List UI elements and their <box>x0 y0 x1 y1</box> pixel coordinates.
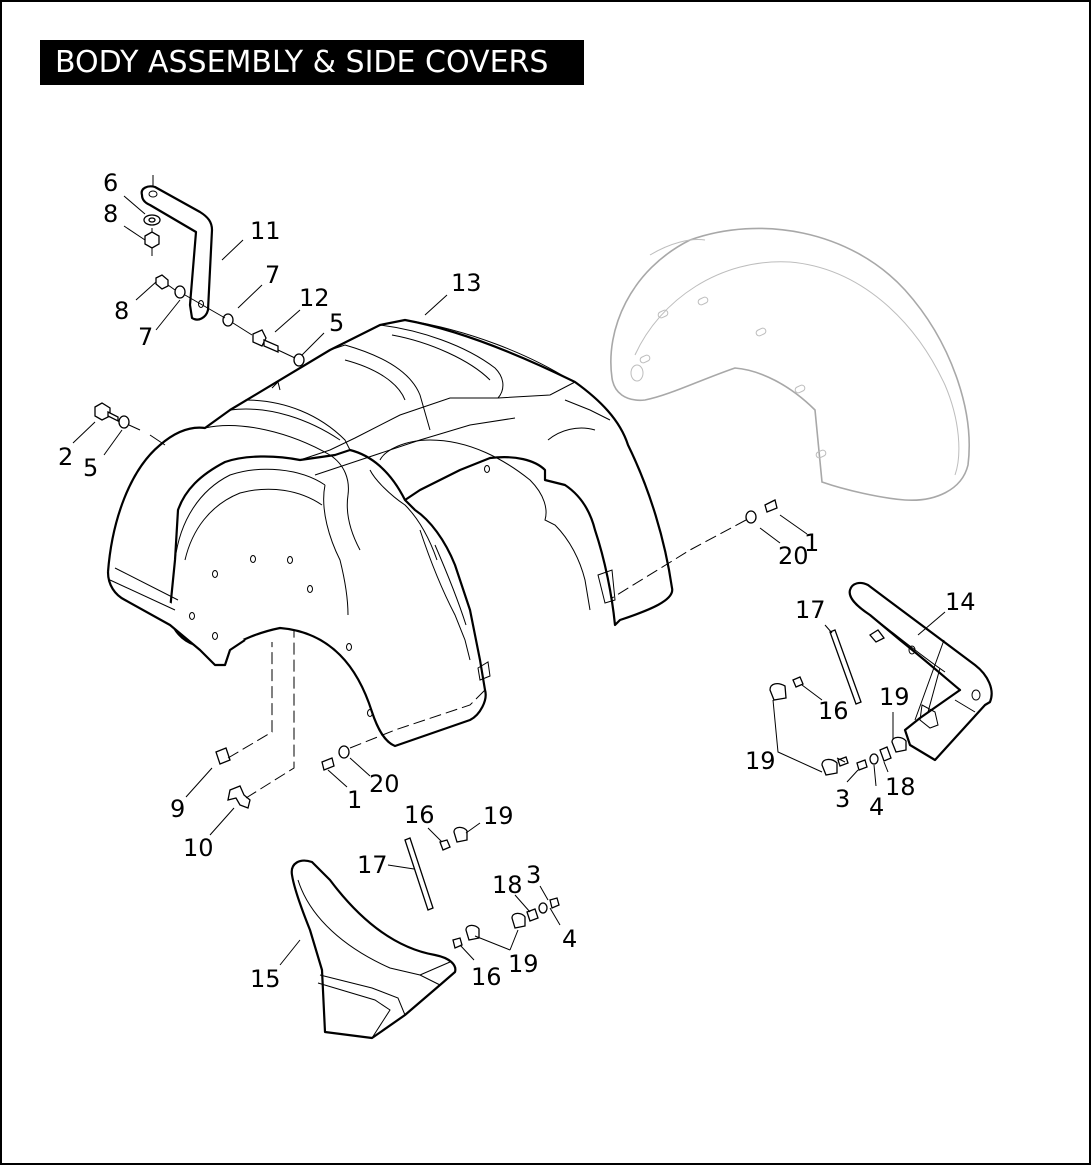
callout-11: 11 <box>250 217 281 245</box>
grommets-upper <box>769 676 907 776</box>
bracket-part-11 <box>140 175 214 321</box>
callout-19: 19 <box>483 802 514 830</box>
callout-18: 18 <box>885 773 916 801</box>
callout-14: 14 <box>945 588 976 616</box>
callout-9: 9 <box>170 795 185 823</box>
callout-5: 5 <box>329 309 344 337</box>
leader-lines <box>72 195 946 966</box>
fasteners-upper <box>611 499 778 599</box>
callout-10: 10 <box>183 834 214 862</box>
callout-4: 4 <box>869 793 884 821</box>
rod-part-17-upper <box>829 629 862 705</box>
callout-16: 16 <box>404 801 435 829</box>
hardware-parts <box>94 214 305 446</box>
callout-12: 12 <box>299 284 330 312</box>
callout-3: 3 <box>835 785 850 813</box>
callout-8: 8 <box>103 200 118 228</box>
callout-17: 17 <box>357 851 388 879</box>
callout-5: 5 <box>83 454 98 482</box>
callout-8: 8 <box>114 297 129 325</box>
callout-1: 1 <box>804 529 819 557</box>
callout-19: 19 <box>879 683 910 711</box>
callout-7: 7 <box>265 261 280 289</box>
callout-20: 20 <box>369 770 400 798</box>
callout-16: 16 <box>818 697 849 725</box>
callout-19: 19 <box>745 747 776 775</box>
callout-1: 1 <box>347 786 362 814</box>
callout-13: 13 <box>451 269 482 297</box>
rear-fender-ghost <box>610 227 970 501</box>
callout-20: 20 <box>778 542 809 570</box>
callout-19: 19 <box>508 950 539 978</box>
callout-16: 16 <box>471 963 502 991</box>
callout-17: 17 <box>795 596 826 624</box>
body-assembly-part-13 <box>106 318 674 748</box>
rod-part-17-lower <box>404 837 434 911</box>
side-cover-part-14 <box>848 581 993 762</box>
callout-7: 7 <box>138 323 153 351</box>
clip-parts-9-10 <box>215 630 295 809</box>
callout-labels: 6 8 11 7 8 7 12 5 13 2 5 1 20 17 14 16 1… <box>58 169 976 993</box>
callout-15: 15 <box>250 965 281 993</box>
callout-3: 3 <box>526 861 541 889</box>
callout-2: 2 <box>58 443 73 471</box>
diagram-title: BODY ASSEMBLY & SIDE COVERS <box>40 40 584 85</box>
callout-4: 4 <box>562 925 577 953</box>
fasteners-lower <box>321 689 486 771</box>
side-cover-part-15 <box>290 859 457 1040</box>
callout-18: 18 <box>492 871 523 899</box>
grommets-lower <box>439 826 560 949</box>
callout-6: 6 <box>103 169 118 197</box>
